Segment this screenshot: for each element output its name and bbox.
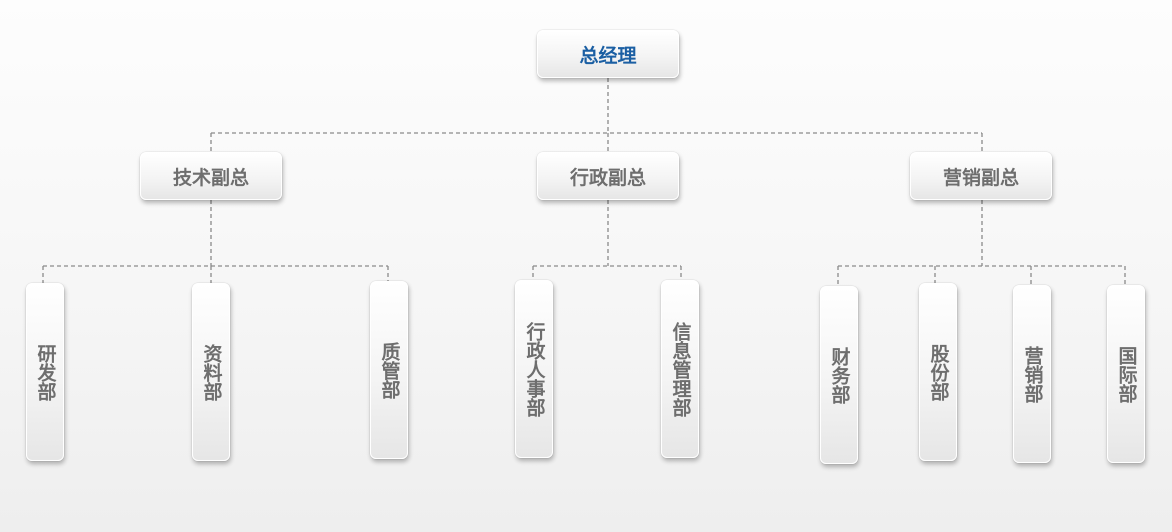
node-label: 信息管理部 xyxy=(669,321,692,417)
node-label: 质管部 xyxy=(378,341,401,399)
node-dept: 股份部 xyxy=(919,283,957,461)
node-dept: 营销部 xyxy=(1013,285,1051,463)
node-label: 技术副总 xyxy=(172,166,249,189)
node-label: 行政副总 xyxy=(569,166,646,189)
node-label: 国际部 xyxy=(1115,345,1138,403)
node-vp-technology: 技术副总 xyxy=(140,152,282,200)
node-label: 股份部 xyxy=(927,343,950,401)
node-dept: 国际部 xyxy=(1107,285,1145,463)
node-dept: 研发部 xyxy=(26,283,64,461)
node-dept: 行政人事部 xyxy=(515,280,553,458)
node-vp-administration: 行政副总 xyxy=(537,152,679,200)
node-label: 行政人事部 xyxy=(523,321,546,417)
node-dept: 财务部 xyxy=(820,286,858,464)
node-dept: 信息管理部 xyxy=(661,280,699,458)
node-label: 研发部 xyxy=(34,343,57,401)
node-general-manager: 总经理 xyxy=(537,30,679,78)
node-vp-marketing: 营销副总 xyxy=(910,152,1052,200)
node-label: 营销副总 xyxy=(942,166,1019,189)
node-label: 总经理 xyxy=(579,44,637,67)
node-label: 财务部 xyxy=(828,346,851,404)
node-dept: 资料部 xyxy=(192,283,230,461)
node-label: 资料部 xyxy=(200,343,223,401)
node-label: 营销部 xyxy=(1021,345,1044,403)
node-dept: 质管部 xyxy=(370,281,408,459)
